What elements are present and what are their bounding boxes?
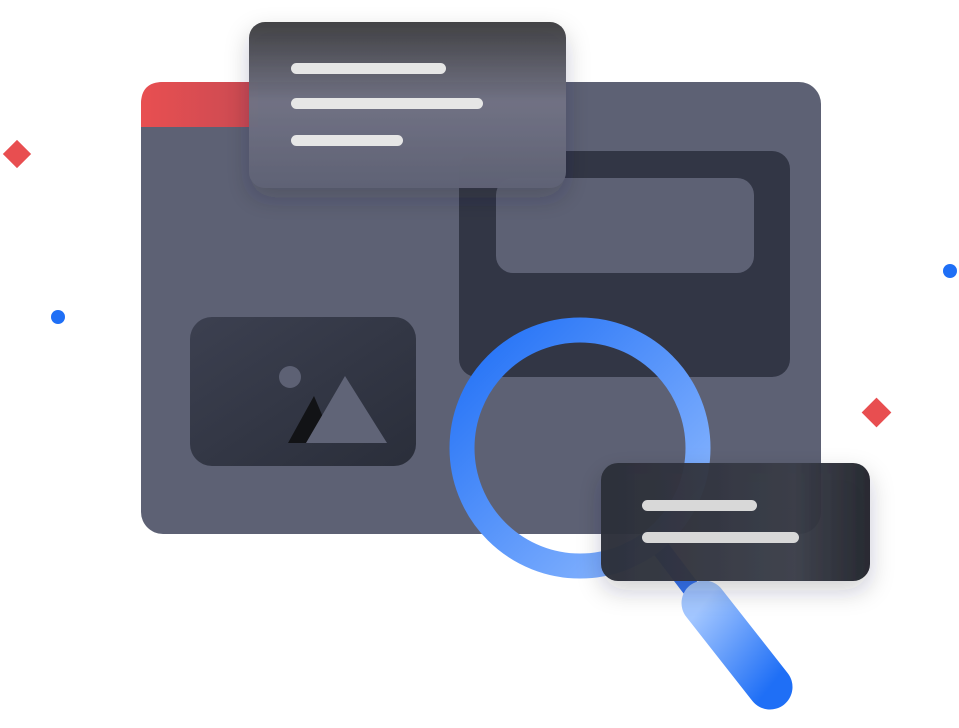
browser-window-red-header: [141, 82, 258, 127]
confetti-dot-right: [943, 264, 957, 278]
top-card-line-3: [291, 135, 403, 146]
image-mountain: [306, 376, 387, 443]
confetti-dot-left: [51, 310, 65, 324]
browser-window-icon: [141, 82, 821, 534]
image-placeholder-frame: [190, 317, 416, 466]
bottom-card: [601, 463, 870, 581]
image-placeholder-icon: [190, 317, 416, 466]
content-panel-block: [496, 178, 754, 273]
bottom-text-card-icon: [601, 463, 870, 581]
bottom-card-line-1: [642, 500, 757, 511]
image-sun: [279, 366, 301, 388]
magnifier-ring: [449, 317, 711, 579]
confetti-diamond-right: [861, 397, 892, 428]
magnifier-handle: [681, 580, 793, 710]
bottom-card-line-2: [642, 532, 799, 543]
top-text-card-icon: [249, 22, 566, 188]
top-card-line-1: [291, 63, 446, 74]
confetti-diamond-left: [2, 139, 32, 169]
top-card-line-2: [291, 98, 483, 109]
